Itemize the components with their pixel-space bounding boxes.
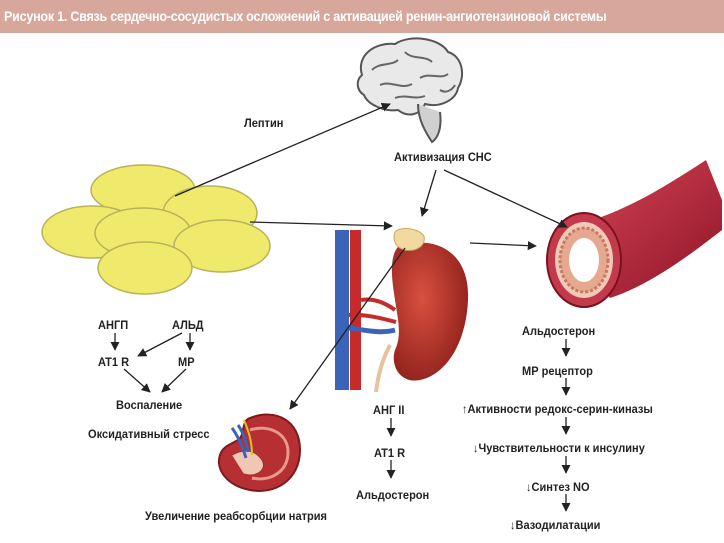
blood-vessel-icon	[546, 160, 722, 308]
brain-icon	[356, 37, 464, 144]
label-insulin-sensitivity: ↓Чувствительности к инсулину	[473, 441, 645, 455]
label-redox-activity: ↑Активности редокс-серин-киназы	[462, 402, 653, 416]
adipose-cells-icon	[41, 164, 271, 295]
label-aldosterone-right: Альдостерон	[522, 324, 596, 338]
label-mr: MP	[178, 355, 195, 369]
label-no-synthesis: ↓Синтез NO	[526, 480, 590, 494]
flow-arrows	[110, 103, 571, 512]
label-sns-activation: Активизация СНС	[394, 150, 492, 164]
label-at1r-middle: AT1 R	[374, 446, 406, 460]
label-mr-receptor: МР рецептор	[522, 364, 593, 378]
label-angp: АНГП	[98, 318, 129, 332]
label-ald: АЛЬД	[172, 318, 204, 332]
label-leptin: Лептин	[244, 116, 284, 130]
label-sodium-reabsorption: Увеличение реабсорбции натрия	[145, 509, 328, 523]
label-vasodilation: ↓Вазодилатации	[510, 518, 601, 532]
kidney-icon	[335, 228, 469, 393]
kidney-cross-section-icon	[217, 413, 302, 492]
label-aldosterone-middle: Альдостерон	[356, 488, 430, 502]
figure-title: Рисунок 1. Связь сердечно-сосудистых осл…	[4, 8, 607, 24]
label-oxidative-stress: Оксидативный стресс	[88, 427, 210, 441]
label-inflammation: Воспаление	[116, 398, 183, 412]
diagram-canvas	[41, 37, 722, 512]
title-bar: Рисунок 1. Связь сердечно-сосудистых осл…	[0, 0, 724, 33]
label-at1r-left: AT1 R	[98, 355, 130, 369]
label-ang2: АНГ II	[373, 403, 405, 417]
